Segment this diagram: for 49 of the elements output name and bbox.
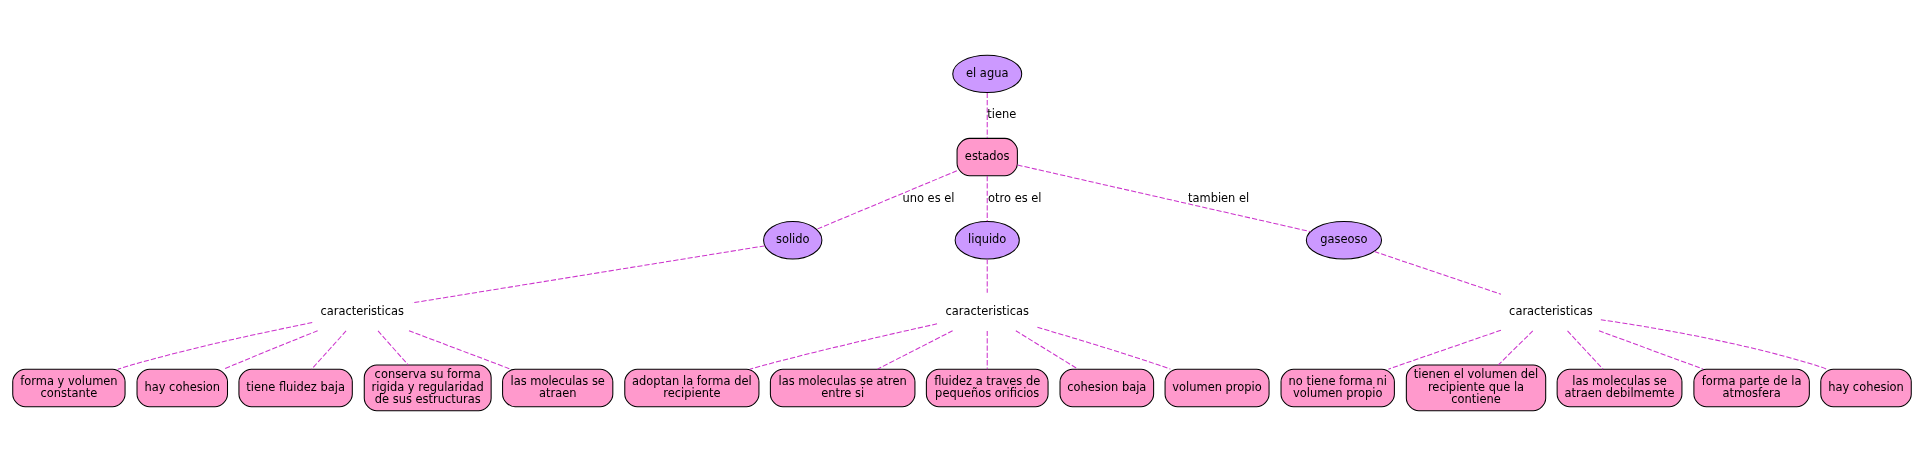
node-text: caracteristicas (1509, 303, 1593, 318)
node-box: forma y volumen constante (12, 368, 126, 407)
node-box: conserva su forma rigida y regularidad de sus estructuras (363, 364, 492, 411)
connector (1373, 250, 1502, 295)
connector (986, 258, 988, 293)
connector (816, 169, 958, 230)
node-box: las moleculas se atraen (502, 368, 614, 407)
node-text: caracteristicas (945, 303, 1030, 318)
connector (877, 329, 954, 370)
connector (1600, 318, 1828, 370)
node-ellipse: solido (763, 220, 823, 259)
connector (1017, 164, 1312, 232)
node-ellipse: gaseoso (1305, 220, 1383, 259)
connector (986, 91, 988, 139)
node-box: tiene fluidez baja (238, 368, 353, 407)
edge-label: uno es el (902, 190, 955, 205)
edge-label: tiene (987, 106, 1017, 121)
node-box: estados (956, 137, 1018, 176)
node-ellipse: el agua (952, 54, 1023, 93)
connector (749, 322, 938, 370)
node-box: hay cohesion (1820, 368, 1912, 407)
connector (117, 321, 313, 370)
edge-label: otro es el (988, 190, 1042, 205)
node-box: adoptan la forma del recipiente (624, 368, 760, 407)
node-box: las moleculas se atraen debilmemte (1556, 368, 1683, 407)
node-box: no tiene forma ni volumen propio (1280, 368, 1395, 407)
node-box: forma parte de la atmosfera (1693, 368, 1810, 407)
connector (1036, 326, 1171, 370)
connector (1567, 329, 1604, 370)
node-box: fluidez a traves de pequeños orificios (925, 368, 1049, 407)
node-ellipse: liquido (954, 220, 1020, 259)
connector (377, 329, 409, 365)
connector (986, 175, 988, 222)
node-box: hay cohesion (136, 368, 228, 407)
node-box: volumen propio (1164, 368, 1270, 407)
connector (408, 329, 512, 370)
connector (1598, 329, 1704, 370)
connector (986, 329, 988, 370)
edge-label: tambien el (1188, 190, 1250, 205)
connector (1015, 329, 1079, 370)
connector (411, 244, 765, 303)
node-text: caracteristicas (320, 303, 404, 318)
node-box: las moleculas se atren entre si (769, 368, 916, 407)
connector (222, 329, 319, 370)
node-box: cohesion baja (1059, 368, 1155, 407)
node-box: tienen el volumen del recipiente que la contiene (1405, 364, 1547, 411)
connector (311, 329, 347, 370)
connector (1387, 329, 1502, 370)
connector (1497, 329, 1534, 365)
